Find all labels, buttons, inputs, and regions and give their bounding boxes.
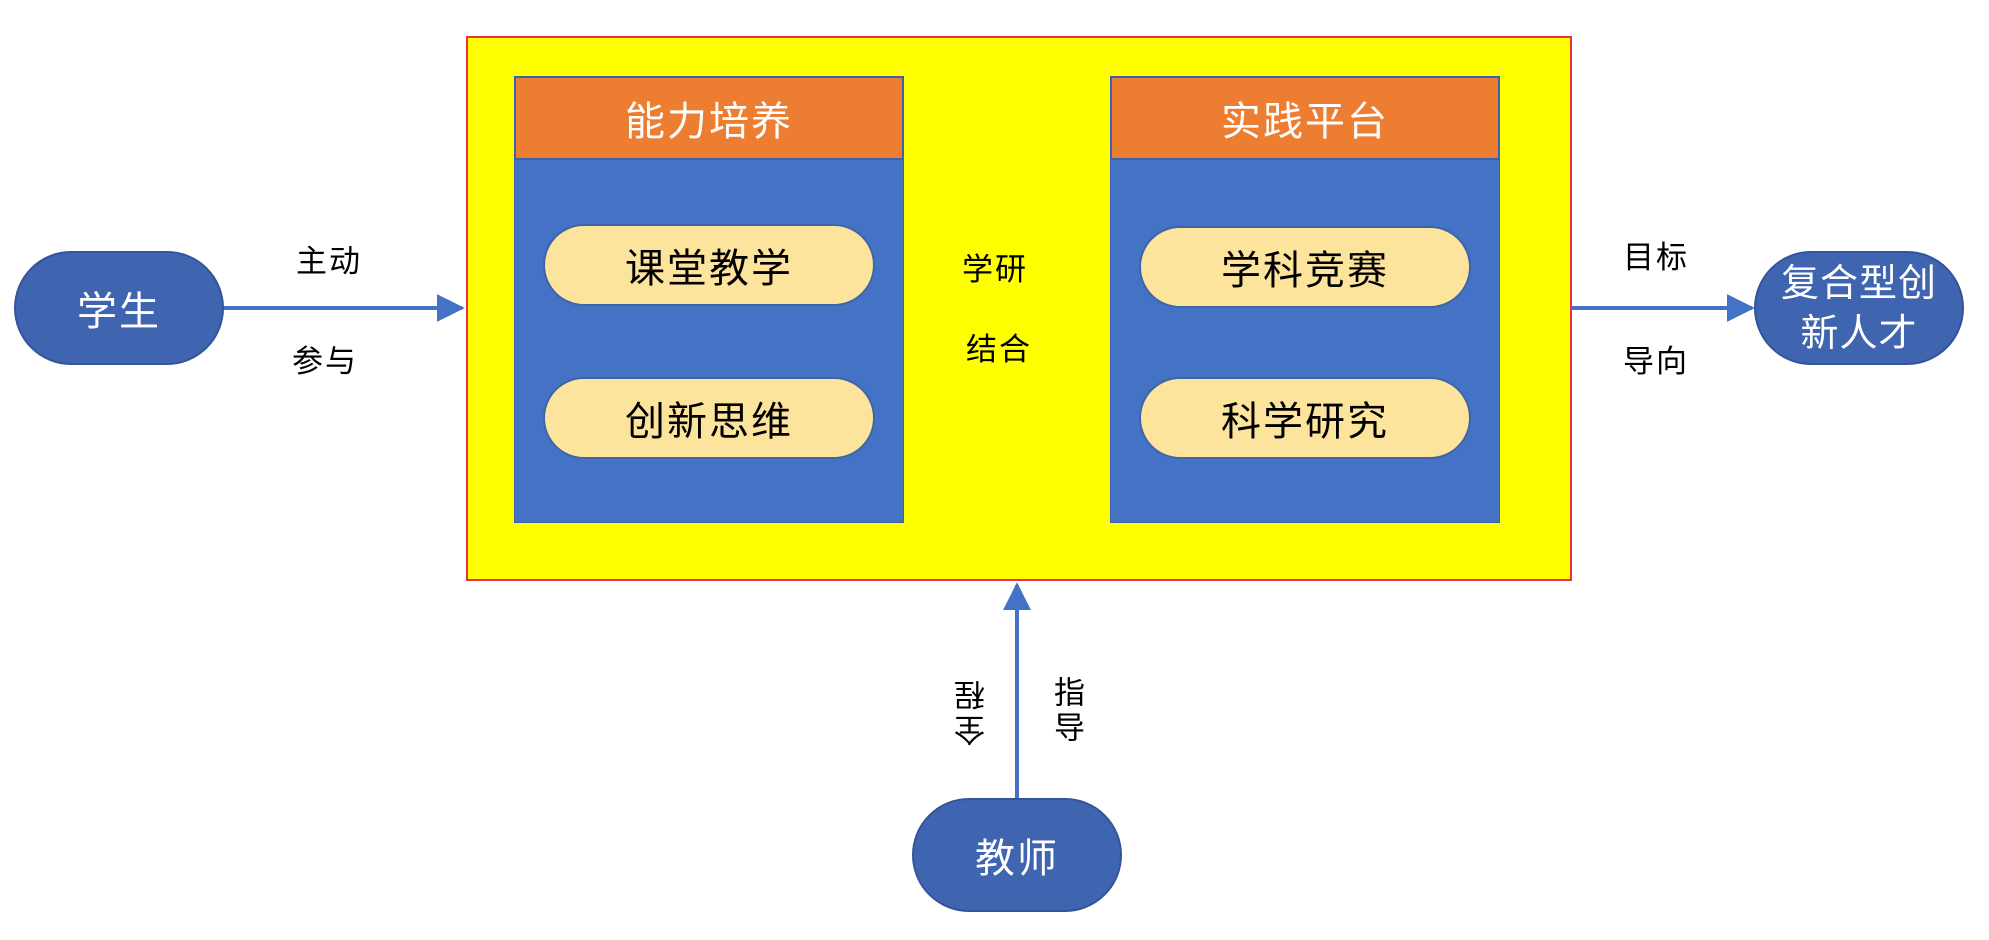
practice-platform-header: 实践平台 <box>1110 76 1500 160</box>
label-goal: 目标 <box>1623 240 1689 276</box>
label-oriented: 导向 <box>1623 344 1689 380</box>
label-study-research: 学研 <box>962 252 1028 288</box>
classroom-teaching-pill: 课堂教学 <box>543 224 875 306</box>
practice-platform-panel: 实践平台 学科竞赛 科学研究 <box>1110 76 1500 523</box>
scientific-research-pill: 科学研究 <box>1139 377 1471 459</box>
outcome-node: 复合型创新人才 <box>1754 251 1964 365</box>
subject-competition-pill: 学科竞赛 <box>1139 226 1471 308</box>
ability-training-header: 能力培养 <box>514 76 904 160</box>
label-guidance: 指导 <box>1048 676 1084 746</box>
label-combination: 结合 <box>966 332 1032 368</box>
student-node: 学生 <box>14 251 224 365</box>
teacher-node: 教师 <box>912 798 1122 912</box>
label-whole-process: 全程 <box>955 676 991 746</box>
ability-training-panel: 能力培养 课堂教学 创新思维 <box>514 76 904 523</box>
label-participation: 参与 <box>292 344 358 380</box>
label-initiative: 主动 <box>296 244 362 280</box>
innovative-thinking-pill: 创新思维 <box>543 377 875 459</box>
